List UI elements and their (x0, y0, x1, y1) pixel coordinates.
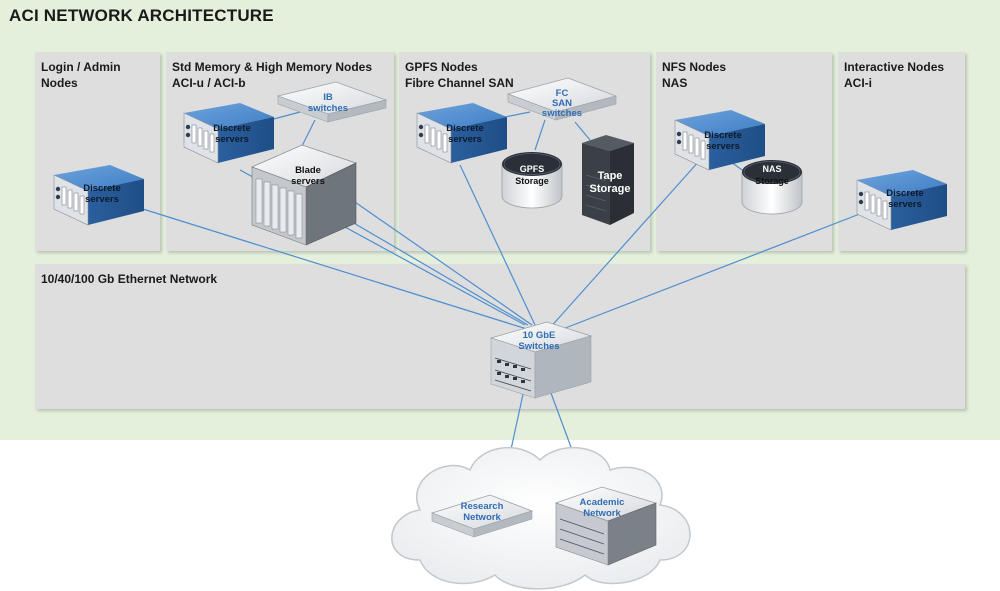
login-discrete-servers: Discrete servers (53, 165, 145, 226)
panel-title-line: Std Memory & High Memory Nodes (172, 60, 373, 74)
device-label: servers (291, 176, 325, 187)
device-label: Discrete (886, 188, 924, 199)
link-login-core (129, 204, 531, 331)
device-label: servers (888, 199, 922, 210)
blade-servers: Blade servers (250, 144, 358, 246)
interactive-discrete-servers: Discrete servers (856, 170, 948, 231)
panel-title-line: 10/40/100 Gb Ethernet Network (41, 272, 218, 286)
device-label: Research (461, 501, 504, 512)
ib-switches: IB switches (276, 81, 388, 123)
panel-title-line: Fibre Channel SAN (405, 76, 514, 90)
device-label: Discrete (213, 123, 251, 134)
panel-title: 10/40/100 Gb Ethernet Network (41, 271, 217, 287)
link-nfs-core (547, 159, 701, 331)
panel-interactive-nodes: Interactive Nodes ACI-i (838, 52, 965, 251)
device-label: IB (323, 92, 333, 103)
device-label: GPFS (520, 164, 545, 174)
nas-storage: NAS Storage (741, 160, 803, 215)
link-fcstorage-fc (534, 119, 546, 151)
diagram-title: ACI NETWORK ARCHITECTURE (9, 6, 274, 25)
device-label: SAN (552, 98, 572, 109)
panel-title: Std Memory & High Memory Nodes ACI-u / A… (172, 59, 372, 91)
link-blade-core-1 (339, 214, 529, 326)
panel-title-line: Login / Admin (41, 60, 121, 74)
link-memory-ib (269, 111, 301, 121)
panel-title-line: NFS Nodes (662, 60, 727, 74)
ethernet-links (129, 111, 871, 501)
device-label: Storage (755, 176, 789, 186)
device-label: Switches (518, 341, 559, 352)
link-blade-core-2 (351, 199, 533, 326)
device-label: switches (308, 103, 348, 114)
device-label: Network (463, 512, 501, 523)
device-label: Tape (598, 170, 623, 182)
memory-discrete-servers: Discrete servers (183, 103, 275, 164)
panel-title: Login / Admin Nodes (41, 59, 121, 91)
panel-title: GPFS Nodes Fibre Channel SAN (405, 59, 514, 91)
panel-title: Interactive Nodes ACI-i (844, 59, 944, 91)
link-gpfs-core (459, 164, 536, 326)
device-label: servers (85, 194, 119, 205)
device-label: FC (556, 88, 569, 99)
device-label: Storage (515, 176, 549, 186)
panel-title: NFS Nodes NAS (662, 59, 726, 91)
panel-title-line: Nodes (41, 76, 78, 90)
device-label: Discrete (83, 183, 121, 194)
academic-network: Academic Network (554, 486, 658, 566)
panel-title-line: ACI-u / ACI-b (172, 76, 246, 90)
panel-title-line: GPFS Nodes (405, 60, 478, 74)
device-label: switches (542, 108, 582, 119)
link-interactive-core (554, 209, 871, 333)
device-label: Discrete (446, 123, 484, 134)
device-label: Discrete (704, 130, 742, 141)
gpfs-storage: GPFS Storage (501, 152, 563, 209)
nfs-discrete-servers: Discrete servers (674, 110, 766, 171)
research-network: Research Network (430, 494, 534, 538)
gpfs-discrete-servers: Discrete servers (416, 103, 508, 164)
device-label: NAS (762, 164, 781, 174)
device-label: servers (215, 134, 249, 145)
device-label: Academic (580, 497, 625, 508)
panel-title-line: Interactive Nodes (844, 60, 945, 74)
device-label: servers (706, 141, 740, 152)
device-label: 10 GbE (523, 330, 556, 341)
tape-storage: Tape Storage (582, 135, 634, 225)
core-10gbe-switches: 10 GbE Switches (489, 321, 593, 399)
device-label: Network (583, 508, 621, 519)
panel-title-line: NAS (662, 76, 688, 90)
device-label: Storage (590, 183, 631, 195)
link-tape-fc (574, 121, 591, 141)
device-label: servers (448, 134, 482, 145)
device-label: Blade (295, 165, 321, 176)
panel-title-line: ACI-i (844, 76, 872, 90)
fc-san-switches: FC SAN switches (506, 77, 618, 121)
